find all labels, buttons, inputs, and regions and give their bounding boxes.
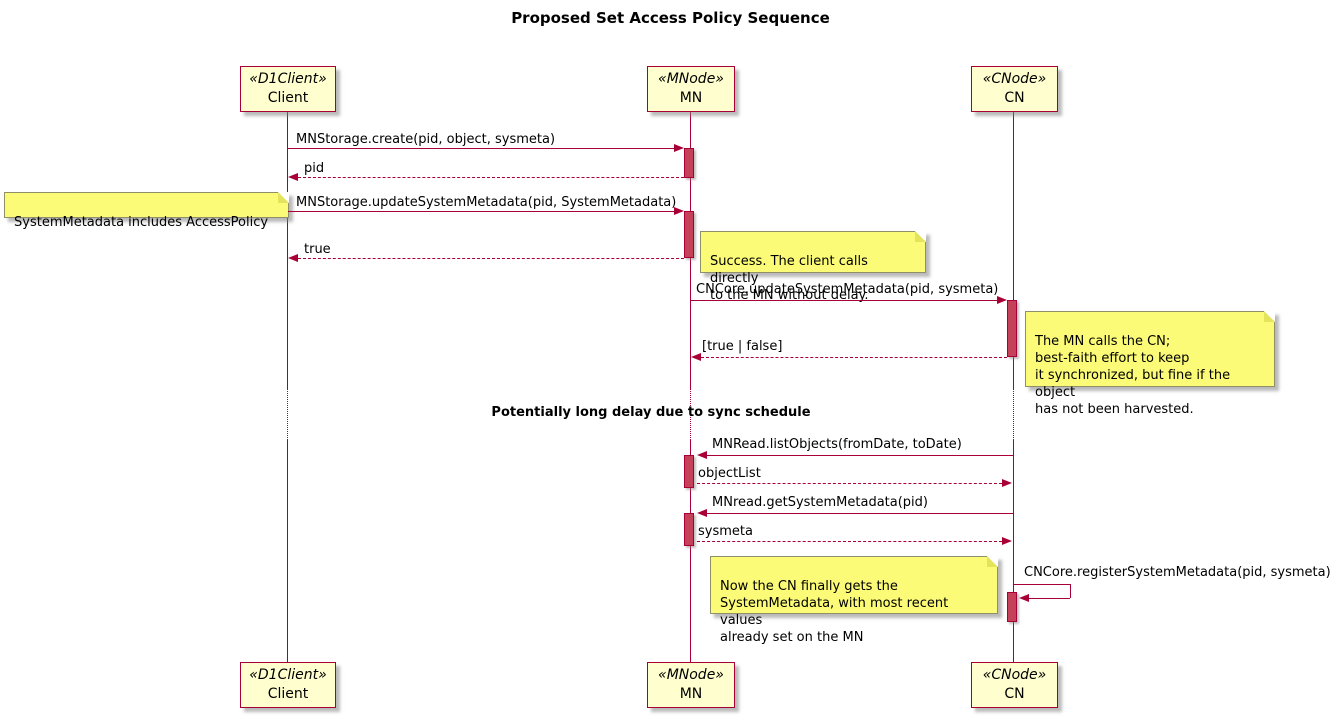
- message-line: [690, 300, 997, 301]
- self-message-top-line: [1013, 584, 1070, 585]
- arrowhead-left-icon: [697, 451, 707, 459]
- note-cn-finally-gets: Now the CN finally gets the SystemMetada…: [710, 556, 998, 645]
- participant-stereotype: «MNode»: [658, 667, 724, 683]
- self-message-side-line: [1070, 584, 1071, 598]
- message-label: MNStorage.create(pid, object, sysmeta): [296, 132, 556, 147]
- diagram-title: Proposed Set Access Policy Sequence: [511, 9, 830, 27]
- note-text: SystemMetadata includes AccessPolicy: [14, 215, 269, 230]
- lifeline-cn-bottom: [1013, 440, 1014, 662]
- message-label: sysmeta: [698, 524, 753, 539]
- participant-name: MN: [679, 686, 703, 702]
- note-text: Now the CN finally gets the SystemMetada…: [720, 579, 949, 645]
- participant-name: MN: [679, 90, 703, 106]
- note-text: Success. The client calls directly to th…: [710, 254, 869, 303]
- arrowhead-left-icon: [1019, 594, 1029, 602]
- message-line: [288, 211, 674, 212]
- message-line: [707, 455, 1013, 456]
- message-label: MNread.getSystemMetadata(pid): [712, 495, 928, 510]
- message-label: [true | false]: [702, 339, 783, 354]
- arrowhead-left-icon: [288, 173, 298, 181]
- note-success: Success. The client calls directly to th…: [700, 231, 926, 303]
- arrowhead-right-icon: [1002, 479, 1012, 487]
- participant-cn-top: «CNode» CN: [971, 66, 1058, 112]
- message-label: CNCore.updateSystemMetadata(pid, sysmeta…: [696, 282, 999, 297]
- participant-mn-bottom: «MNode» MN: [647, 662, 735, 708]
- participant-client-top: «D1Client» Client: [240, 66, 336, 112]
- lifeline-client-top: [287, 110, 288, 389]
- lifeline-mn-bottom: [690, 440, 691, 662]
- note-fold-icon: [987, 556, 998, 567]
- note-fold-icon: [278, 192, 289, 203]
- note-mn-calls-cn: The MN calls the CN; best-faith effort t…: [1025, 311, 1275, 417]
- activation-mn-listobjects: [684, 455, 694, 488]
- participant-stereotype: «CNode»: [982, 71, 1047, 87]
- message-line: [298, 258, 684, 259]
- arrowhead-right-icon: [997, 296, 1007, 304]
- arrowhead-left-icon: [691, 353, 701, 361]
- arrowhead-left-icon: [288, 254, 298, 262]
- message-label: MNStorage.updateSystemMetadata(pid, Syst…: [296, 195, 677, 210]
- arrowhead-right-icon: [674, 144, 684, 152]
- activation-mn-getsysmeta: [684, 513, 694, 546]
- note-fold-icon: [1264, 311, 1275, 322]
- participant-stereotype: «D1Client»: [249, 667, 327, 683]
- note-sysmeta-accesspolicy: SystemMetadata includes AccessPolicy: [4, 192, 289, 230]
- message-line: [298, 177, 684, 178]
- note-text: The MN calls the CN; best-faith effort t…: [1035, 334, 1231, 417]
- participant-cn-bottom: «CNode» CN: [971, 662, 1058, 708]
- participant-name: Client: [267, 686, 309, 702]
- participant-client-bottom: «D1Client» Client: [240, 662, 336, 708]
- message-line: [701, 357, 1007, 358]
- activation-mn-create: [684, 148, 694, 178]
- participant-name: Client: [267, 90, 309, 106]
- participant-name: CN: [1004, 686, 1025, 702]
- arrowhead-right-icon: [674, 207, 684, 215]
- message-label: CNCore.registerSystemMetadata(pid, sysme…: [1024, 565, 1331, 580]
- lifeline-client-delay: [287, 389, 288, 440]
- arrowhead-left-icon: [697, 509, 707, 517]
- message-line: [707, 513, 1013, 514]
- lifeline-cn-top: [1013, 110, 1014, 389]
- participant-mn-top: «MNode» MN: [647, 66, 735, 112]
- participant-stereotype: «D1Client»: [249, 71, 327, 87]
- message-label: MNRead.listObjects(fromDate, toDate): [712, 437, 962, 452]
- participant-name: CN: [1004, 90, 1025, 106]
- lifeline-client-bottom: [287, 440, 288, 662]
- participant-stereotype: «CNode»: [982, 667, 1047, 683]
- message-line: [288, 148, 674, 149]
- message-label: true: [304, 242, 331, 257]
- participant-stereotype: «MNode»: [658, 71, 724, 87]
- activation-cn-update: [1007, 300, 1017, 357]
- message-line: [697, 541, 1002, 542]
- message-label: objectList: [698, 466, 761, 481]
- lifeline-cn-delay: [1013, 389, 1014, 440]
- lifeline-mn-delay: [690, 389, 691, 440]
- message-line: [697, 483, 1002, 484]
- self-message-bottom-line: [1029, 598, 1070, 599]
- arrowhead-right-icon: [1002, 537, 1012, 545]
- activation-cn-register: [1007, 592, 1017, 622]
- delay-label: Potentially long delay due to sync sched…: [491, 405, 811, 420]
- message-label: pid: [304, 161, 325, 176]
- activation-mn-update: [684, 211, 694, 258]
- note-fold-icon: [915, 231, 926, 242]
